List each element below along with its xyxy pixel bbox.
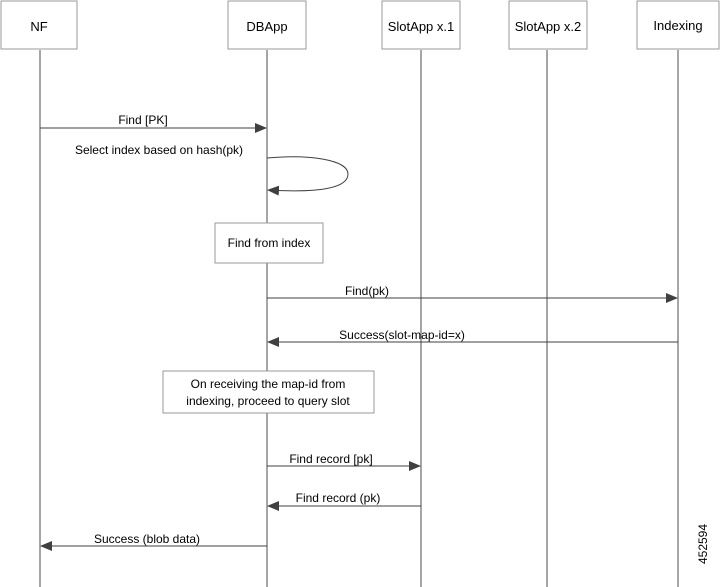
participant-dbapp-label: DBApp bbox=[246, 19, 287, 34]
note-find-from-index-text: Find from index bbox=[228, 236, 311, 250]
note-map-id: On receiving the map-id from indexing, p… bbox=[162, 370, 375, 414]
message-find-pk-label: Find [PK] bbox=[118, 113, 167, 127]
participant-slotapp-x2-label: SlotApp x.2 bbox=[515, 19, 582, 34]
message-find-record-reply-label: Find record (pk) bbox=[296, 491, 381, 505]
message-find-pk-indexing-label: Find(pk) bbox=[345, 284, 389, 298]
message-success-blob-label: Success (blob data) bbox=[94, 532, 200, 546]
participant-nf: NF bbox=[0, 0, 78, 50]
participant-slotapp-x1: SlotApp x.1 bbox=[381, 0, 461, 50]
participant-slotapp-x2: SlotApp x.2 bbox=[508, 0, 588, 50]
participant-indexing-label: Indexing bbox=[653, 18, 702, 33]
message-success-slot-map-label: Success(slot-map-id=x) bbox=[339, 328, 465, 342]
participant-indexing: Indexing bbox=[636, 0, 720, 50]
note-map-id-line-2: indexing, proceed to query slot bbox=[186, 394, 350, 408]
participant-nf-label: NF bbox=[30, 19, 47, 34]
note-map-id-line-1: On receiving the map-id from bbox=[191, 377, 346, 391]
message-find-record-slot-label: Find record [pk] bbox=[289, 452, 372, 466]
participant-dbapp: DBApp bbox=[227, 0, 307, 50]
message-self-select-label: Select index based on hash(pk) bbox=[75, 143, 243, 157]
figure-id: 452594 bbox=[696, 524, 710, 564]
note-find-from-index: Find from index bbox=[214, 222, 324, 264]
participant-slotapp-x1-label: SlotApp x.1 bbox=[388, 19, 455, 34]
message-self-select-loop bbox=[266, 156, 349, 196]
